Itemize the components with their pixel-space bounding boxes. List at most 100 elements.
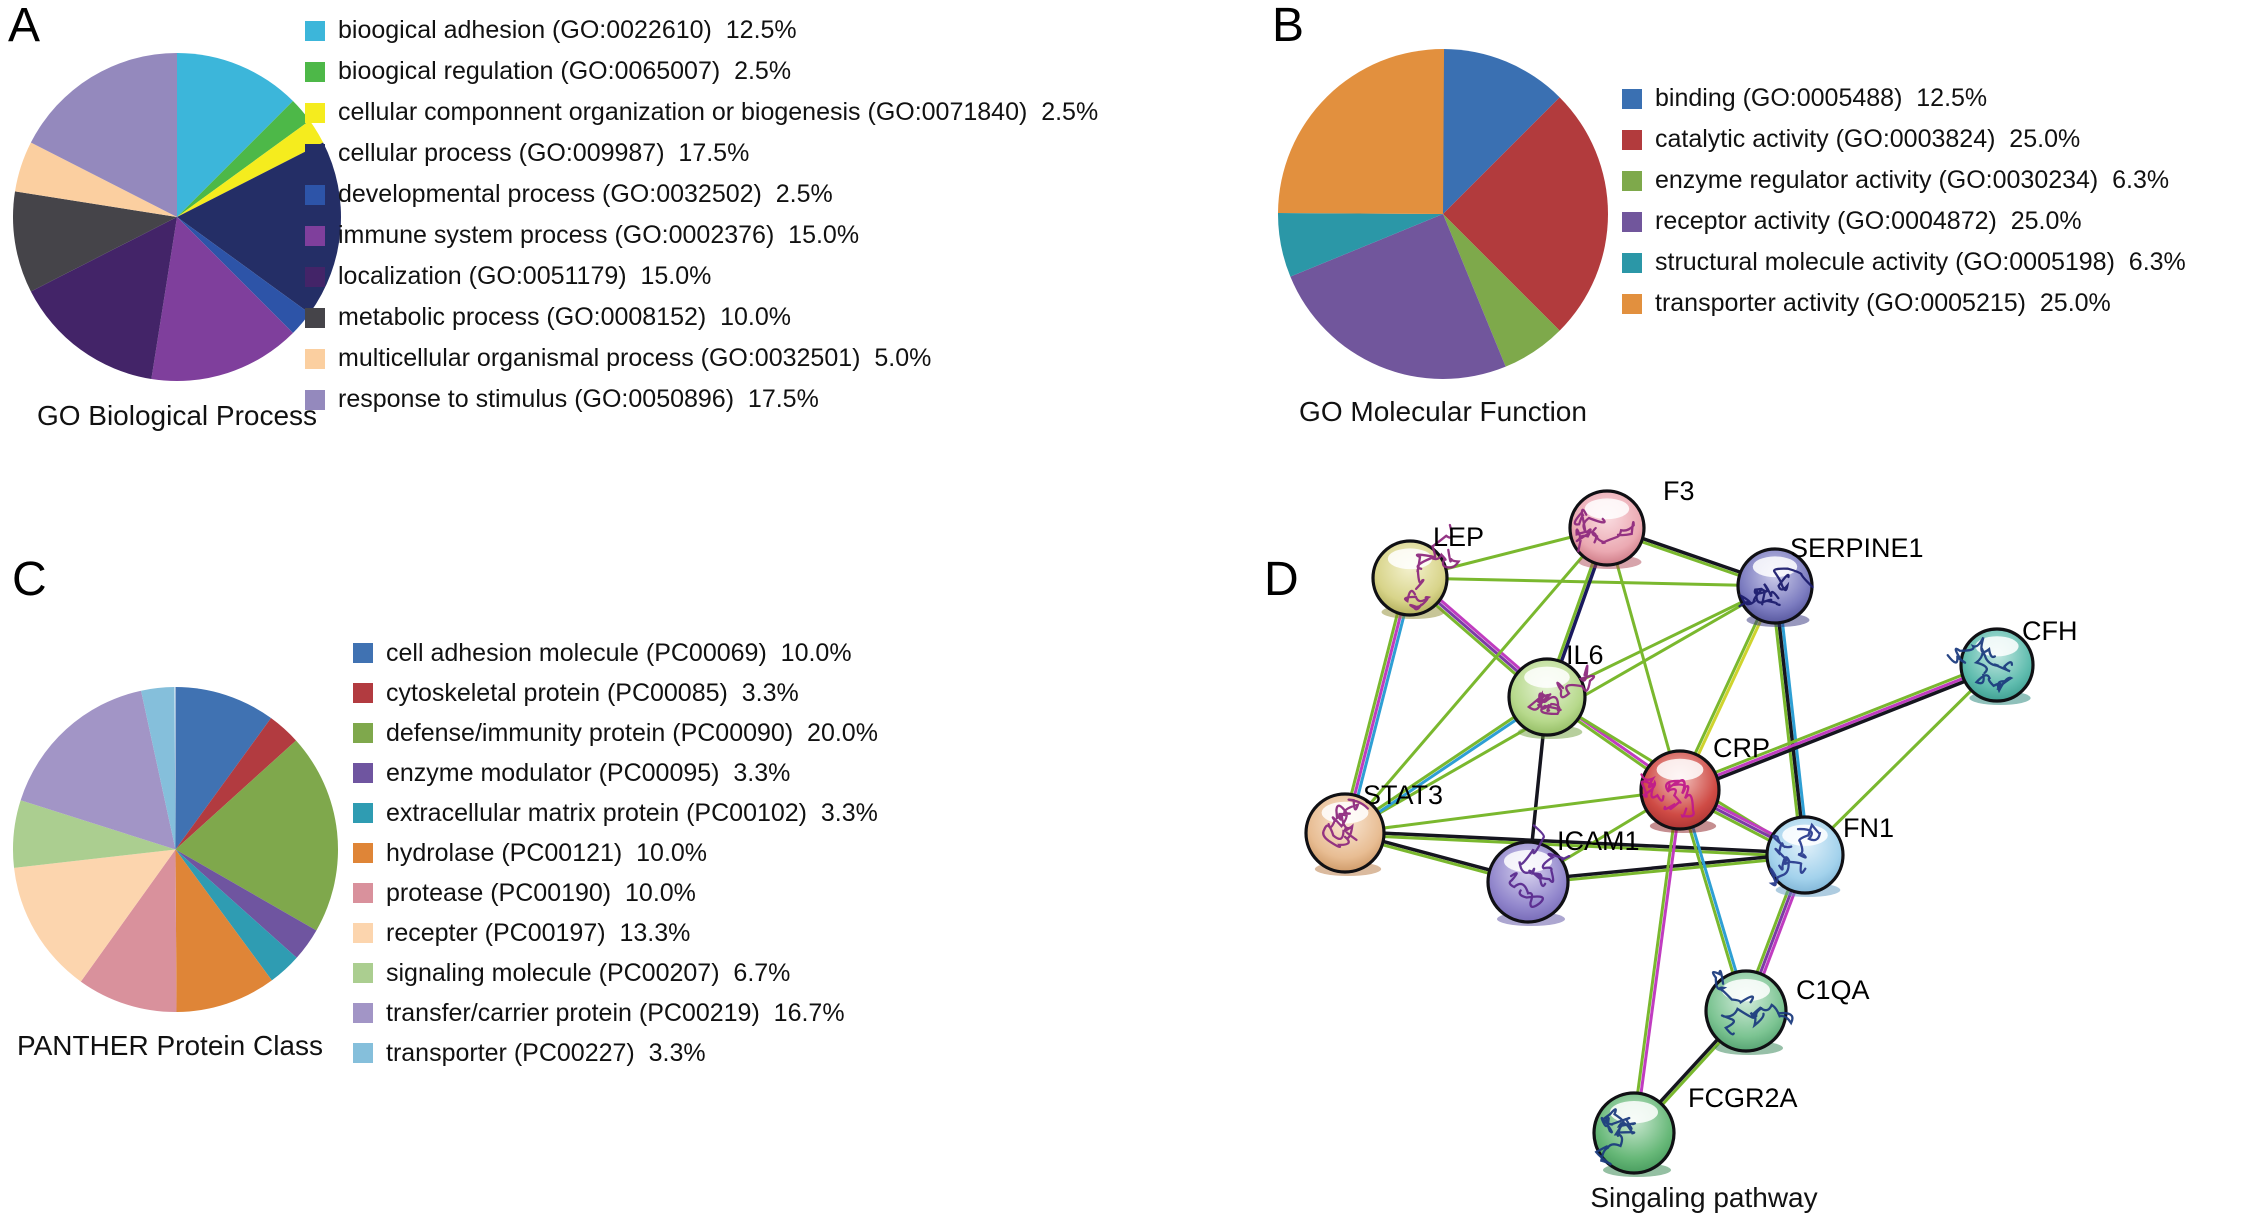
legend-label: signaling molecule (PC00207) 6.7% — [386, 958, 791, 987]
legend-item: localization (GO:0051179) 15.0% — [305, 256, 1098, 297]
protein-structure-motif — [1508, 824, 1571, 908]
network-edge — [1776, 585, 1810, 855]
pie-c-title: PANTHER Protein Class — [16, 1030, 323, 1061]
node-highlight — [1752, 556, 1798, 578]
legend-go-biological-process: bioogical adhesion (GO:0022610) 12.5% bio… — [305, 10, 1098, 420]
node-label-lep: LEP — [1433, 522, 1484, 552]
legend-item: bioogical regulation (GO:0065007) 2.5% — [305, 51, 1098, 92]
legend-item: response to stimulus (GO:0050896) 17.5% — [305, 379, 1098, 420]
legend-swatch — [305, 225, 325, 246]
protein-structure-motif — [1711, 969, 1794, 1036]
legend-label: enzyme regulator activity (GO:0030234) 6… — [1655, 166, 2170, 194]
network-edge — [1770, 586, 1804, 856]
legend-item: transfer/carrier protein (PC00219) 16.7% — [353, 993, 878, 1033]
protein-node-c1qa — [1704, 969, 1794, 1055]
legend-item: cytoskeletal protein (PC00085) 3.3% — [353, 673, 878, 713]
protein-structure-motif — [1404, 523, 1461, 611]
protein-structure-motif — [1738, 567, 1814, 608]
legend-label: localization (GO:0051179) 15.0% — [338, 262, 712, 290]
legend-label: structural molecule activity (GO:0005198… — [1655, 248, 2186, 276]
network-edge — [1773, 585, 1807, 856]
pie-chart-go-molecular-function — [1278, 49, 1608, 379]
legend-label: transporter activity (GO:0005215) 25.0% — [1655, 289, 2111, 317]
pie-slice — [175, 849, 272, 1012]
node-highlight — [1782, 824, 1828, 846]
pie-slice — [177, 217, 310, 333]
legend-label: binding (GO:0005488) 12.5% — [1655, 84, 1988, 112]
legend-label: bioogical regulation (GO:0065007) 2.5% — [338, 57, 792, 85]
node-highlight — [1387, 548, 1433, 570]
legend-label: metabolic process (GO:0008152) 10.0% — [338, 303, 792, 331]
legend-label: recepter (PC00197) 13.3% — [386, 918, 691, 947]
pie-slice — [15, 142, 178, 217]
protein-structure-motif — [1768, 822, 1822, 887]
pie-slice — [30, 217, 178, 379]
protein-node-stat3 — [1304, 792, 1386, 876]
protein-structure-motif — [1573, 508, 1635, 553]
pie-slice — [14, 849, 176, 982]
legend-swatch — [353, 963, 373, 983]
network-edge — [1634, 790, 1684, 1134]
legend-item: enzyme modulator (PC00095) 3.3% — [353, 753, 878, 793]
protein-node-il6 — [1507, 657, 1596, 739]
pie-slice — [175, 687, 272, 850]
protein-structure-motif — [1946, 636, 2014, 694]
network-edge — [1343, 577, 1412, 834]
pie-slice — [12, 800, 176, 868]
legend-swatch — [305, 389, 325, 410]
legend-swatch — [305, 61, 325, 82]
legend-label: cell adhesion molecule (PC00069) 10.0% — [386, 638, 852, 667]
legend-swatch — [305, 348, 325, 369]
protein-node-cfh — [1946, 627, 2035, 705]
network-edge — [1803, 663, 1999, 857]
legend-item: metabolic process (GO:0008152) 10.0% — [305, 297, 1098, 338]
protein-node-lep — [1371, 523, 1461, 619]
legend-item: transporter (PC00227) 3.3% — [353, 1033, 878, 1073]
protein-node-serpine1 — [1736, 547, 1814, 627]
legend-item: extracellular matrix protein (PC00102) 3… — [353, 793, 878, 833]
legend-label: cellular process (GO:009987) 17.5% — [338, 139, 750, 167]
legend-item: signaling molecule (PC00207) 6.7% — [353, 953, 878, 993]
legend-item: cell adhesion molecule (PC00069) 10.0% — [353, 633, 878, 673]
node-highlight — [1656, 758, 1704, 781]
legend-swatch — [1622, 252, 1642, 273]
pie-slice — [141, 687, 176, 850]
legend-panther-protein-class: cell adhesion molecule (PC00069) 10.0% cy… — [353, 633, 878, 1073]
legend-swatch — [305, 307, 325, 328]
pie-slice — [1290, 214, 1506, 379]
legend-swatch — [353, 763, 373, 783]
legend-swatch — [353, 803, 373, 823]
pie-slice — [1278, 212, 1443, 277]
legend-label: cytoskeletal protein (PC00085) 3.3% — [386, 678, 799, 707]
network-edge — [1344, 788, 1681, 835]
legend-go-molecular-function: binding (GO:0005488) 12.5%catalytic acti… — [1622, 78, 2186, 324]
legend-swatch — [1622, 129, 1642, 150]
node-label-c1qa: C1QA — [1796, 975, 1870, 1005]
legend-item: recepter (PC00197) 13.3% — [353, 913, 878, 953]
legend-item: receptor activity (GO:0004872) 25.0% — [1622, 201, 2186, 242]
legend-label: response to stimulus (GO:0050896) 17.5% — [338, 385, 819, 413]
pie-chart-go-biological-process — [13, 53, 341, 381]
node-label-il6: IL6 — [1566, 640, 1604, 670]
network-edge — [1679, 663, 1998, 792]
network-edge — [1344, 833, 1805, 859]
pie-slice — [177, 101, 310, 217]
node-label-cfh: CFH — [2022, 616, 2078, 646]
legend-label: transfer/carrier protein (PC00219) 16.7% — [386, 998, 845, 1027]
protein-node-f3 — [1568, 489, 1646, 569]
pie-slice — [175, 740, 338, 931]
node-label-fn1: FN1 — [1843, 813, 1894, 843]
legend-label: protease (PC00190) 10.0% — [386, 878, 696, 907]
network-edge — [1527, 851, 1806, 883]
pie-slice — [177, 53, 293, 217]
pie-slice — [151, 217, 293, 381]
node-label-icam1: ICAM1 — [1557, 826, 1640, 856]
legend-label: enzyme modulator (PC00095) 3.3% — [386, 758, 791, 787]
legend-label: transporter (PC00227) 3.3% — [386, 1038, 706, 1067]
network-edge — [1340, 576, 1409, 833]
legend-label: multicellular organismal process (GO:003… — [338, 344, 932, 372]
legend-item: bioogical adhesion (GO:0022610) 12.5% — [305, 10, 1098, 51]
network-edge — [1678, 660, 1997, 789]
legend-swatch — [305, 102, 325, 123]
